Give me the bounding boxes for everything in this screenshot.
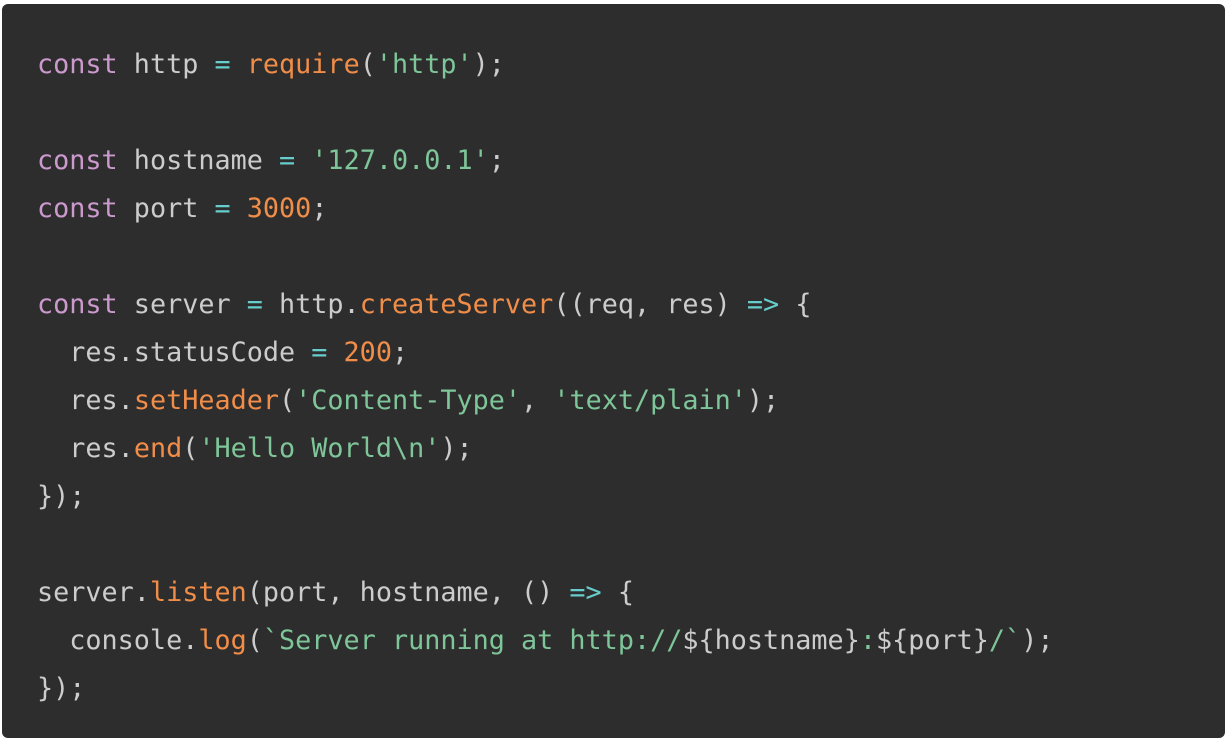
code-line: const hostname = '127.0.0.1'; — [37, 137, 1225, 185]
code-token-plain: }); — [37, 481, 86, 512]
code-line: }); — [37, 473, 1225, 521]
code-line: res.end('Hello World\n'); — [37, 425, 1225, 473]
code-token-keyword: const — [37, 145, 118, 176]
code-token-keyword: const — [37, 49, 118, 80]
code-token-number: 3000 — [246, 193, 312, 224]
code-token-plain: ${hostname} — [682, 625, 860, 656]
code-token-plain — [295, 145, 311, 176]
code-token-keyword: const — [37, 193, 118, 224]
code-token-operator: = — [279, 145, 296, 176]
code-token-plain: console. — [37, 625, 199, 656]
code-token-number: 200 — [343, 337, 392, 368]
code-token-plain: res.statusCode — [37, 337, 312, 368]
code-token-plain — [327, 337, 343, 368]
code-token-plain: ); — [1021, 625, 1054, 656]
code-token-plain — [231, 49, 247, 80]
code-token-function: listen — [149, 577, 247, 608]
code-token-string: 'http' — [375, 49, 473, 80]
code-token-plain: ( — [246, 625, 263, 656]
code-token-string: 'Hello World\n' — [198, 433, 441, 464]
code-token-operator: => — [569, 577, 602, 608]
code-token-plain: res. — [37, 433, 134, 464]
code-line: res.setHeader('Content-Type', 'text/plai… — [37, 377, 1225, 425]
code-token-string: : — [859, 625, 876, 656]
code-token-plain: ; — [488, 145, 505, 176]
code-token-plain: ); — [440, 433, 473, 464]
code-token-function: require — [246, 49, 360, 80]
code-token-plain: ; — [391, 337, 409, 368]
code-token-plain: server. — [37, 577, 150, 608]
code-token-string: 'text/plain' — [553, 385, 747, 416]
code-token-plain: ( — [279, 385, 296, 416]
code-line: const port = 3000; — [37, 185, 1225, 233]
code-token-plain: { — [779, 289, 812, 320]
code-line: res.statusCode = 200; — [37, 329, 1225, 377]
code-token-operator: = — [246, 289, 263, 320]
code-line: server.listen(port, hostname, () => { — [37, 569, 1225, 617]
code-token-function: setHeader — [133, 385, 280, 416]
code-token-string: 'Content-Type' — [295, 385, 522, 416]
code-line — [37, 233, 1225, 281]
code-token-function: createServer — [359, 289, 554, 320]
code-token-keyword: const — [37, 289, 118, 320]
code-line — [37, 89, 1225, 137]
code-token-plain: }); — [37, 673, 86, 704]
code-token-string: `Server running at http:// — [262, 625, 683, 656]
code-token-plain: ( — [359, 49, 376, 80]
code-token-plain — [231, 193, 247, 224]
code-token-plain: , — [521, 385, 554, 416]
code-line: const http = require('http'); — [37, 41, 1225, 89]
code-token-plain: (port, hostname, () — [246, 577, 570, 608]
code-block: const http = require('http'); const host… — [2, 4, 1225, 738]
code-line: console.log(`Server running at http://${… — [37, 617, 1225, 665]
code-line — [37, 521, 1225, 569]
code-token-plain: hostname — [117, 145, 280, 176]
code-token-plain: http — [117, 49, 215, 80]
code-token-plain: ; — [311, 193, 328, 224]
code-token-plain: ); — [746, 385, 780, 416]
code-token-plain: http. — [262, 289, 360, 320]
code-token-operator: => — [746, 289, 780, 320]
code-token-operator: = — [214, 49, 231, 80]
code-token-plain: ${port} — [875, 625, 989, 656]
code-token-operator: = — [214, 193, 231, 224]
code-line: const server = http.createServer((req, r… — [37, 281, 1225, 329]
code-token-plain: ( — [182, 433, 199, 464]
code-token-operator: = — [311, 337, 328, 368]
code-token-plain: ); — [472, 49, 505, 80]
code-token-string: '127.0.0.1' — [311, 145, 489, 176]
code-line: }); — [37, 665, 1225, 713]
code-token-function: log — [198, 625, 247, 656]
code-token-plain: ((req, res) — [553, 289, 747, 320]
code-token-plain: server — [117, 289, 247, 320]
code-token-plain: { — [601, 577, 634, 608]
code-token-string: /` — [988, 625, 1022, 656]
code-token-plain: port — [117, 193, 215, 224]
code-token-function: end — [133, 433, 183, 464]
code-token-plain: res. — [37, 385, 134, 416]
